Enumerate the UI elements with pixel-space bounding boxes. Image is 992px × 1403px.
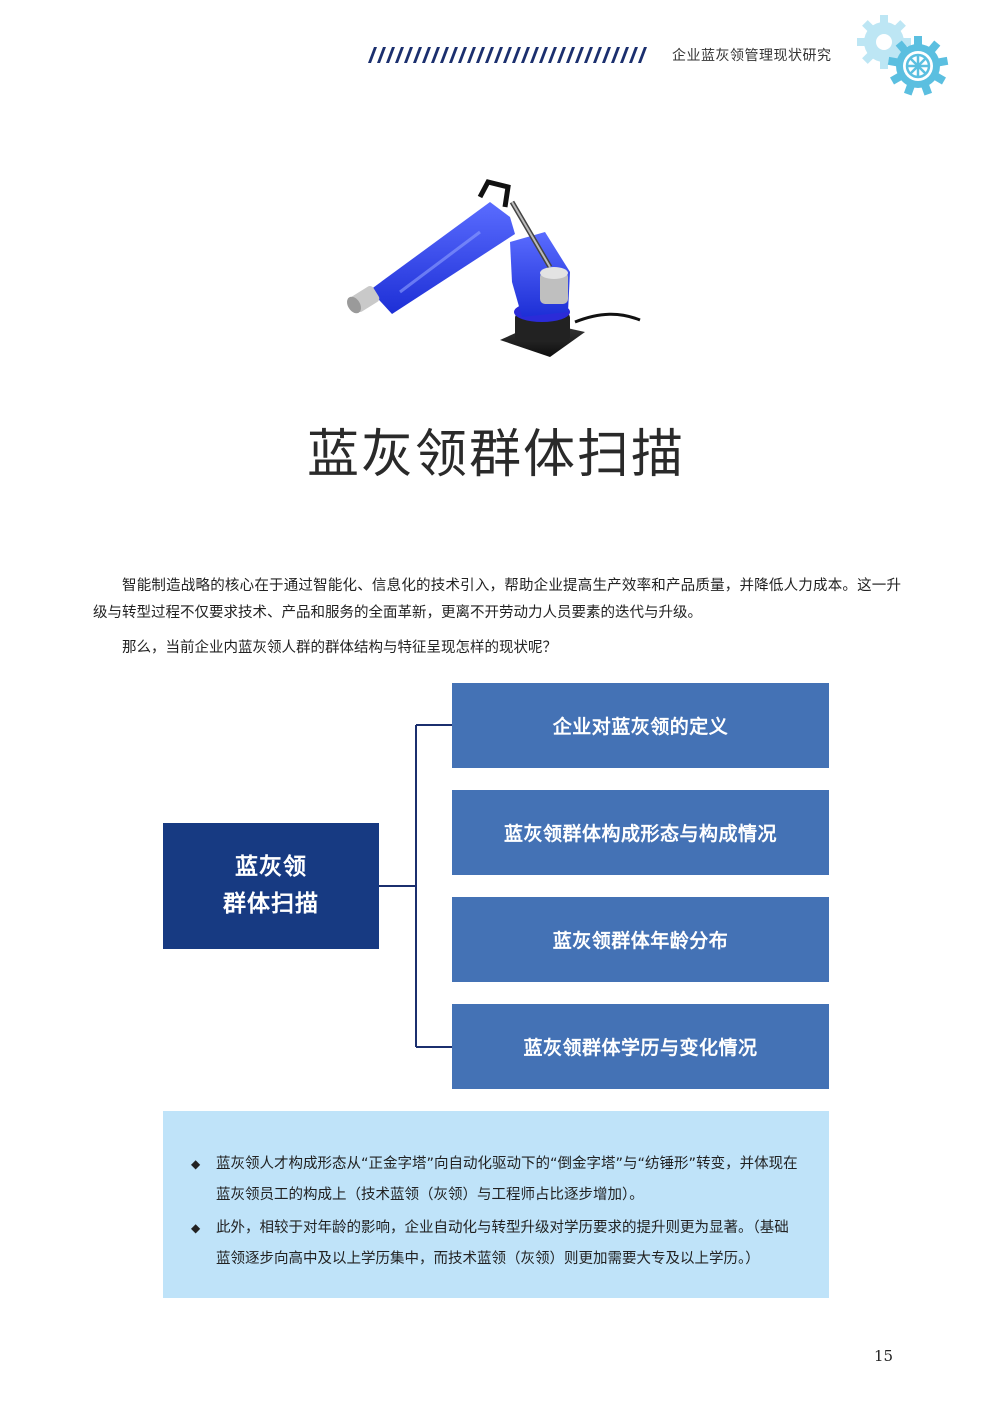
key-findings-box: ◆ 蓝灰领人才构成形态从“正金字塔”向自动化驱动下的“倒金字塔”与“纺锤形”转变… bbox=[163, 1111, 829, 1298]
intro-paragraph-1: 智能制造战略的核心在于通过智能化、信息化的技术引入，帮助企业提高生产效率和产品质… bbox=[93, 578, 901, 621]
key-finding-text: 蓝灰领人才构成形态从“正金字塔”向自动化驱动下的“倒金字塔”与“纺锤形”转变，并… bbox=[216, 1156, 798, 1203]
diamond-bullet-icon: ◆ bbox=[191, 1157, 201, 1171]
diagram-branch-definition: 企业对蓝灰领的定义 bbox=[452, 683, 829, 768]
page-title: 蓝灰领群体扫描 bbox=[306, 425, 685, 485]
key-finding-item: ◆ 此外，相较于对年龄的影响，企业自动化与转型升级对学历要求的提升则更为显著。（… bbox=[191, 1213, 801, 1275]
diagram-center-node: 蓝灰领 群体扫描 bbox=[163, 823, 379, 949]
running-title: 企业蓝灰领管理现状研究 bbox=[672, 48, 832, 64]
center-node-line-1: 蓝灰领 bbox=[235, 854, 307, 880]
page-number: 15 bbox=[874, 1347, 894, 1365]
diamond-bullet-icon: ◆ bbox=[191, 1221, 201, 1235]
center-node-line-2: 群体扫描 bbox=[223, 891, 319, 917]
robot-arm-image bbox=[347, 179, 641, 357]
gears-icon bbox=[857, 15, 949, 96]
intro-paragraph-2: 那么，当前企业内蓝灰领人群的群体结构与特征呈现怎样的现状呢？ bbox=[122, 640, 557, 656]
key-findings-list: ◆ 蓝灰领人才构成形态从“正金字塔”向自动化驱动下的“倒金字塔”与“纺锤形”转变… bbox=[191, 1149, 801, 1277]
diagram-connector bbox=[379, 724, 453, 1048]
header-stripes bbox=[368, 47, 647, 63]
diagram-branch-age: 蓝灰领群体年龄分布 bbox=[452, 897, 829, 982]
key-finding-text: 此外，相较于对年龄的影响，企业自动化与转型升级对学历要求的提升则更为显著。（基础… bbox=[216, 1220, 789, 1267]
key-finding-item: ◆ 蓝灰领人才构成形态从“正金字塔”向自动化驱动下的“倒金字塔”与“纺锤形”转变… bbox=[191, 1149, 801, 1211]
diagram-branch-education: 蓝灰领群体学历与变化情况 bbox=[452, 1004, 829, 1089]
diagram-branch-composition: 蓝灰领群体构成形态与构成情况 bbox=[452, 790, 829, 875]
